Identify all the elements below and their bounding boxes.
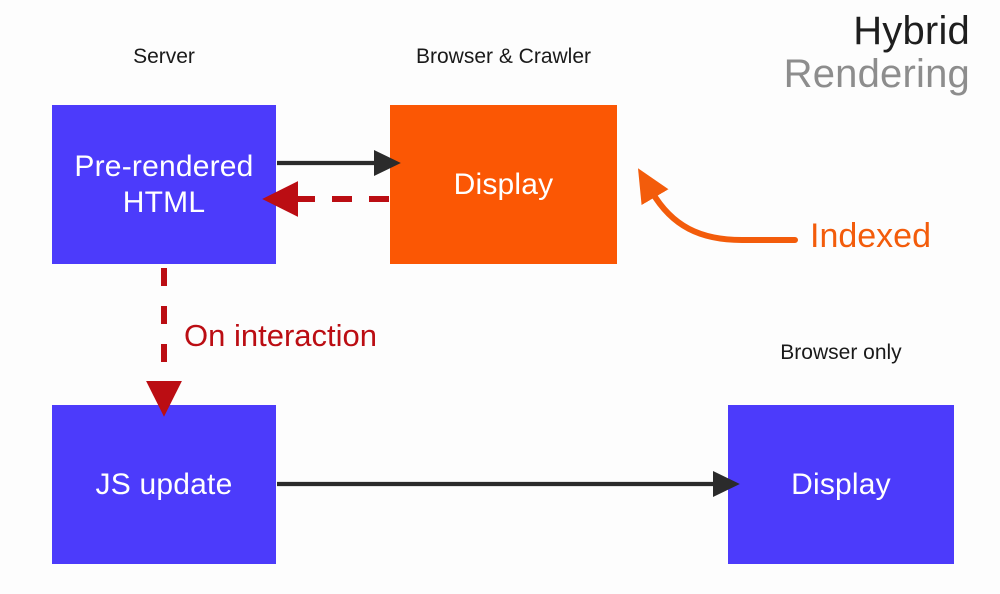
group-label-server: Server [133,45,195,68]
title-line-secondary: Rendering [783,52,970,97]
annotation-indexed: Indexed [810,217,931,255]
title-line-primary: Hybrid [853,9,970,53]
group-label-browser-only: Browser only [780,341,902,364]
node-pre-rendered-html-label: Pre-rendered HTML [74,149,253,220]
node-pre-rendered-html[interactable]: Pre-rendered HTML [52,105,276,264]
node-js-update[interactable]: JS update [52,405,276,564]
arrow-indexed-curved [637,168,798,243]
node-display-browser[interactable]: Display [728,405,954,564]
node-display-crawler-label: Display [453,167,554,201]
node-js-update-label: JS update [95,467,233,501]
group-label-browser-crawler: Browser & Crawler [415,45,592,68]
annotation-on-interaction: On interaction [184,318,377,353]
diagram-title: Hybrid Rendering [640,9,970,97]
node-label-line-2: HTML [122,185,206,219]
node-display-browser-label: Display [791,467,891,501]
node-display-crawler[interactable]: Display [390,105,617,264]
node-label-line-1: Pre-rendered [74,150,254,184]
